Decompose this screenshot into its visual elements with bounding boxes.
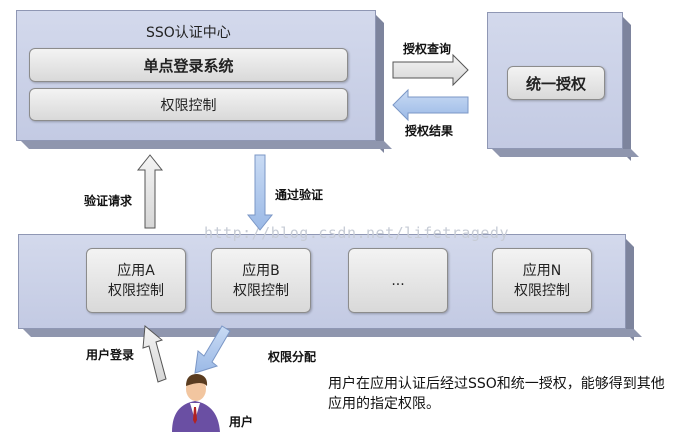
app-permission: 权限控制 [108,282,164,299]
app-permission: 权限控制 [514,282,570,299]
app-name: ... [391,272,405,289]
app-name: 应用B [242,262,280,279]
app-b-box: 应用B 权限控制 [211,248,311,313]
user-login-label: 用户登录 [86,348,135,362]
app-permission: 权限控制 [233,282,289,299]
sso-system-label: 单点登录系统 [143,56,234,75]
app-name: 应用N [522,262,562,279]
unified-auth-box: 统一授权 [507,66,605,100]
permission-control-box: 权限控制 [29,88,348,121]
verify-request-arrow [136,154,164,229]
user-person-icon [172,374,220,432]
caption-text: 用户在应用认证后经过SSO和统一授权，能够得到其他应用的指定权限。 [328,376,665,412]
panel-side-right [626,239,634,341]
sso-center-title: SSO认证中心 [146,25,231,41]
app-n-box: 应用N 权限控制 [492,248,592,313]
app-name: 应用A [117,262,155,279]
auth-result-arrow [392,88,469,122]
app-ellipsis-box: ... [348,248,448,313]
unified-auth-label: 统一授权 [525,74,586,93]
watermark: http://blog.csdn.net/lifetragedy [204,224,509,242]
panel-side-right [623,17,631,161]
verify-request-label: 验证请求 [84,194,133,208]
permission-assign-label: 权限分配 [268,350,317,364]
panel-side-right [376,15,384,153]
panel-side-bottom [21,141,392,149]
verify-passed-label: 通过验证 [275,188,324,202]
auth-result-label: 授权结果 [405,124,454,138]
panel-side-bottom [23,329,642,337]
user-label: 用户 [229,415,254,429]
sso-system-box: 单点登录系统 [29,48,348,82]
auth-query-label: 授权查询 [403,42,452,56]
verify-passed-arrow [246,154,274,231]
permission-control-label: 权限控制 [160,97,217,114]
panel-side-bottom [492,149,639,157]
app-a-box: 应用A 权限控制 [86,248,186,313]
auth-query-arrow [392,53,469,87]
